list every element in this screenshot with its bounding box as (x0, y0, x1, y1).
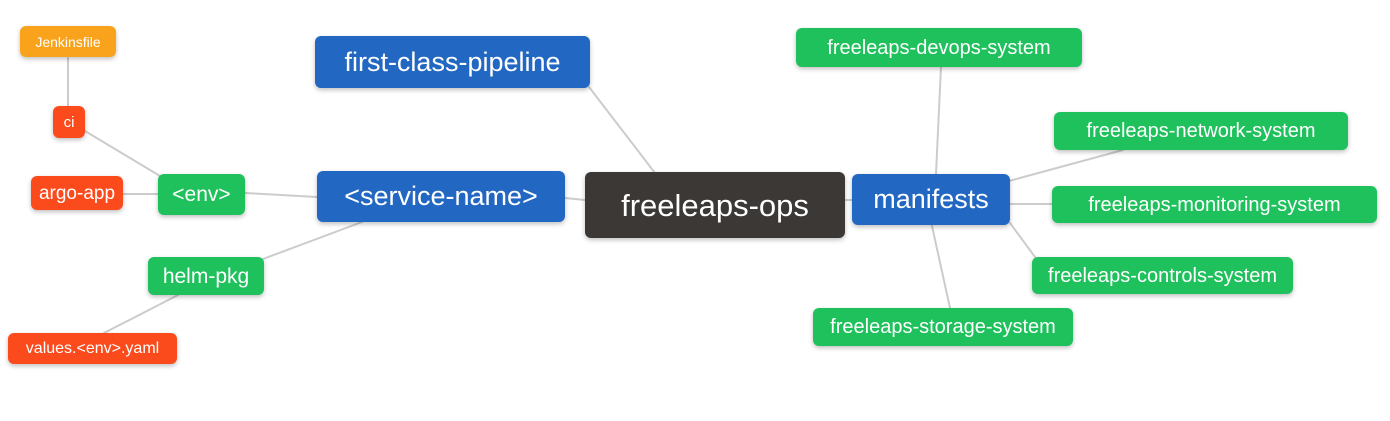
node-env[interactable]: <env> (158, 174, 245, 215)
node-values-env-yaml[interactable]: values.<env>.yaml (8, 333, 177, 364)
node-service-name[interactable]: <service-name> (317, 171, 565, 222)
node-freeleaps-storage-system[interactable]: freeleaps-storage-system (813, 308, 1073, 346)
edge-env-service-name (244, 192, 318, 198)
node-first-class-pipeline[interactable]: first-class-pipeline (315, 36, 590, 88)
node-manifests[interactable]: manifests (852, 174, 1010, 225)
node-freeleaps-network-system[interactable]: freeleaps-network-system (1054, 112, 1348, 150)
edge-first-class-pipeline-ops (588, 86, 656, 174)
edge-manifests-network (1008, 149, 1124, 182)
node-ci[interactable]: ci (53, 106, 85, 138)
node-freeleaps-monitoring-system[interactable]: freeleaps-monitoring-system (1052, 186, 1377, 223)
edge-manifests-storage (931, 225, 951, 309)
node-freeleaps-ops[interactable]: freeleaps-ops (585, 172, 845, 238)
edge-helm-pkg-values (103, 294, 179, 334)
node-helm-pkg[interactable]: helm-pkg (148, 257, 264, 295)
node-freeleaps-controls-system[interactable]: freeleaps-controls-system (1032, 257, 1293, 294)
node-jenkinsfile[interactable]: Jenkinsfile (20, 26, 116, 57)
edge-helm-pkg-service-name (262, 221, 363, 260)
edge-manifests-controls (1009, 222, 1036, 258)
edge-manifests-devops (935, 66, 942, 175)
edge-service-name-ops (564, 197, 586, 201)
edge-ci-env (84, 130, 161, 177)
node-argo-app[interactable]: argo-app (31, 176, 123, 210)
node-freeleaps-devops-system[interactable]: freeleaps-devops-system (796, 28, 1082, 67)
